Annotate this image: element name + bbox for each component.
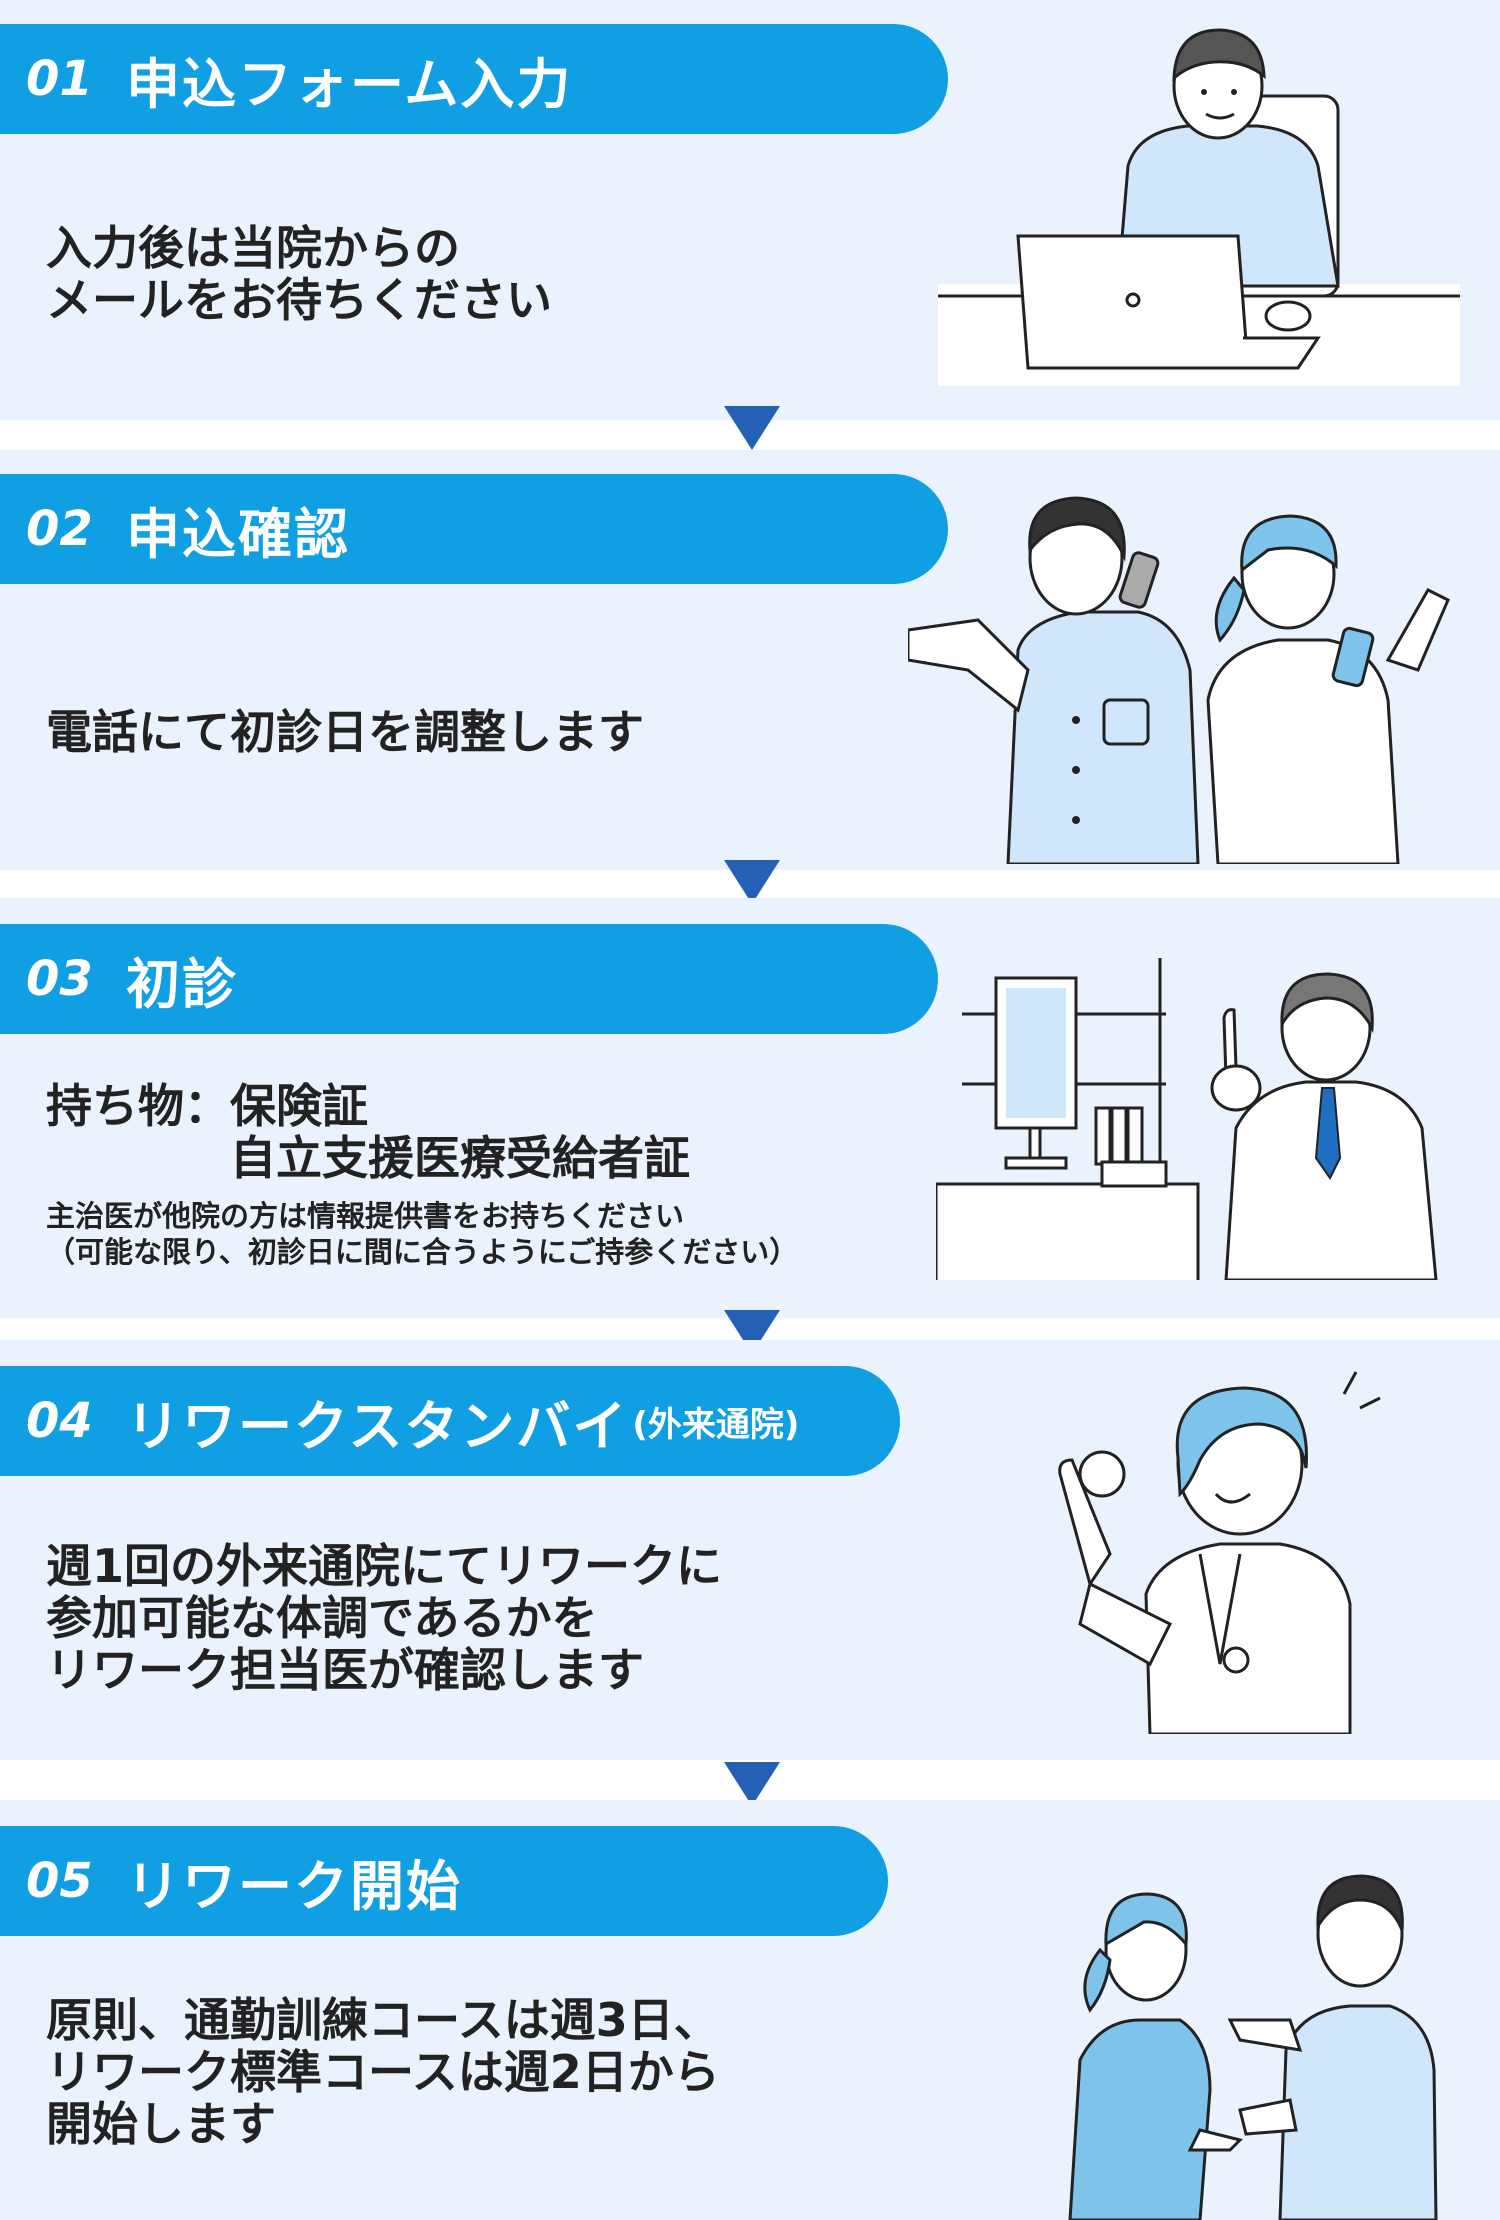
step-title-suffix: (外来通院) [632,1404,800,1445]
step-04-header: 04 リワークスタンバイ (外来通院) [0,1366,900,1476]
two-people-talking-illustration [1050,1850,1450,2220]
step-number: 03 [26,951,93,1007]
step-note: 主治医が他院の方は情報提供書をお持ちください （可能な限り、初診日に間に合うよう… [46,1199,799,1269]
step-02-header: 02 申込確認 [0,474,948,584]
step-title: リワークスタンバイ [126,1394,629,1458]
people-on-phone-illustration [908,470,1468,864]
step-number: 02 [26,501,93,557]
flow-arrow-down [724,406,780,450]
step-title: リワーク開始 [126,1854,462,1918]
step-title: 初診 [126,952,238,1016]
step-04-panel: 04 リワークスタンバイ (外来通院) 週1回の外来通院にてリワークに 参加可能… [0,1340,1500,1760]
step-05-panel: 05 リワーク開始 原則、通勤訓練コースは週3日、 リワーク標準コースは週2日か… [0,1800,1500,2220]
doctor-at-desk-illustration [936,958,1458,1280]
step-title: 申込確認 [126,502,350,566]
step-01-header: 01 申込フォーム入力 [0,24,948,134]
step-01-panel: 01 申込フォーム入力 入力後は当院からの メールをお待ちください [0,0,1500,420]
step-03-header: 03 初診 [0,924,938,1034]
step-title: 申込フォーム入力 [126,52,573,116]
step-description: 原則、通勤訓練コースは週3日、 リワーク標準コースは週2日から 開始します [46,1993,720,2151]
step-number: 05 [26,1853,93,1909]
step-number: 01 [26,51,93,107]
step-description: 持ち物：保険証 自立支援医療受給者証 [46,1079,690,1185]
flow-arrow-down [724,1762,780,1806]
female-doctor-ok-sign-illustration [1050,1364,1430,1734]
step-description: 電話にて初診日を調整します [46,705,644,759]
step-03-panel: 03 初診 持ち物：保険証 自立支援医療受給者証 主治医が他院の方は情報提供書を… [0,898,1500,1318]
man-using-laptop-illustration [938,16,1460,386]
step-number: 04 [26,1393,93,1449]
step-05-header: 05 リワーク開始 [0,1826,888,1936]
flow-arrow-down [724,860,780,904]
step-description: 入力後は当院からの メールをお待ちください [46,221,552,327]
step-02-panel: 02 申込確認 電話にて初診日を調整します [0,450,1500,870]
step-description: 週1回の外来通院にてリワークに 参加可能な体調であるかを リワーク担当医が確認し… [46,1539,723,1697]
